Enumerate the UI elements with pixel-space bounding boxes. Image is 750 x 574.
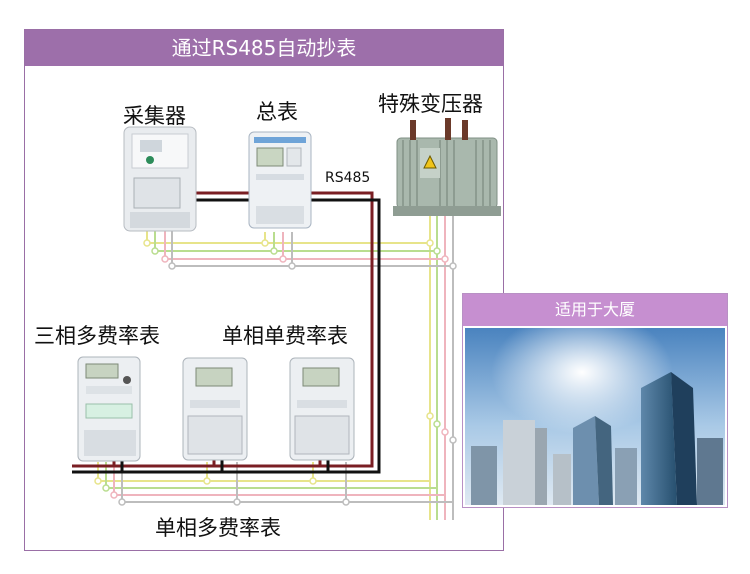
main-meter-label: 总表 [256, 100, 298, 124]
main-meter-device [248, 131, 312, 229]
building-photo [465, 328, 725, 505]
single-phase-multi-rate-label: 单相多费率表 [155, 516, 281, 540]
photo-title: 适用于大厦 [463, 294, 727, 326]
single-phase-meter-1-device [182, 357, 248, 461]
building-photo-panel: 适用于大厦 [462, 293, 728, 508]
three-phase-meter-device [77, 356, 141, 462]
three-phase-meter-label: 三相多费率表 [34, 324, 160, 348]
collector-label: 采集器 [123, 104, 186, 128]
collector-device [123, 126, 197, 232]
single-phase-meter-2-device [289, 357, 355, 461]
rs485-label: RS485 [325, 170, 371, 186]
panel-title: 通过RS485自动抄表 [25, 30, 503, 66]
rs485-panel: 通过RS485自动抄表 [24, 29, 504, 551]
single-phase-single-rate-label: 单相单费率表 [222, 324, 348, 348]
transformer-label: 特殊变压器 [378, 92, 483, 116]
transformer-device [393, 118, 501, 216]
electric-hazard-icon [423, 154, 437, 169]
